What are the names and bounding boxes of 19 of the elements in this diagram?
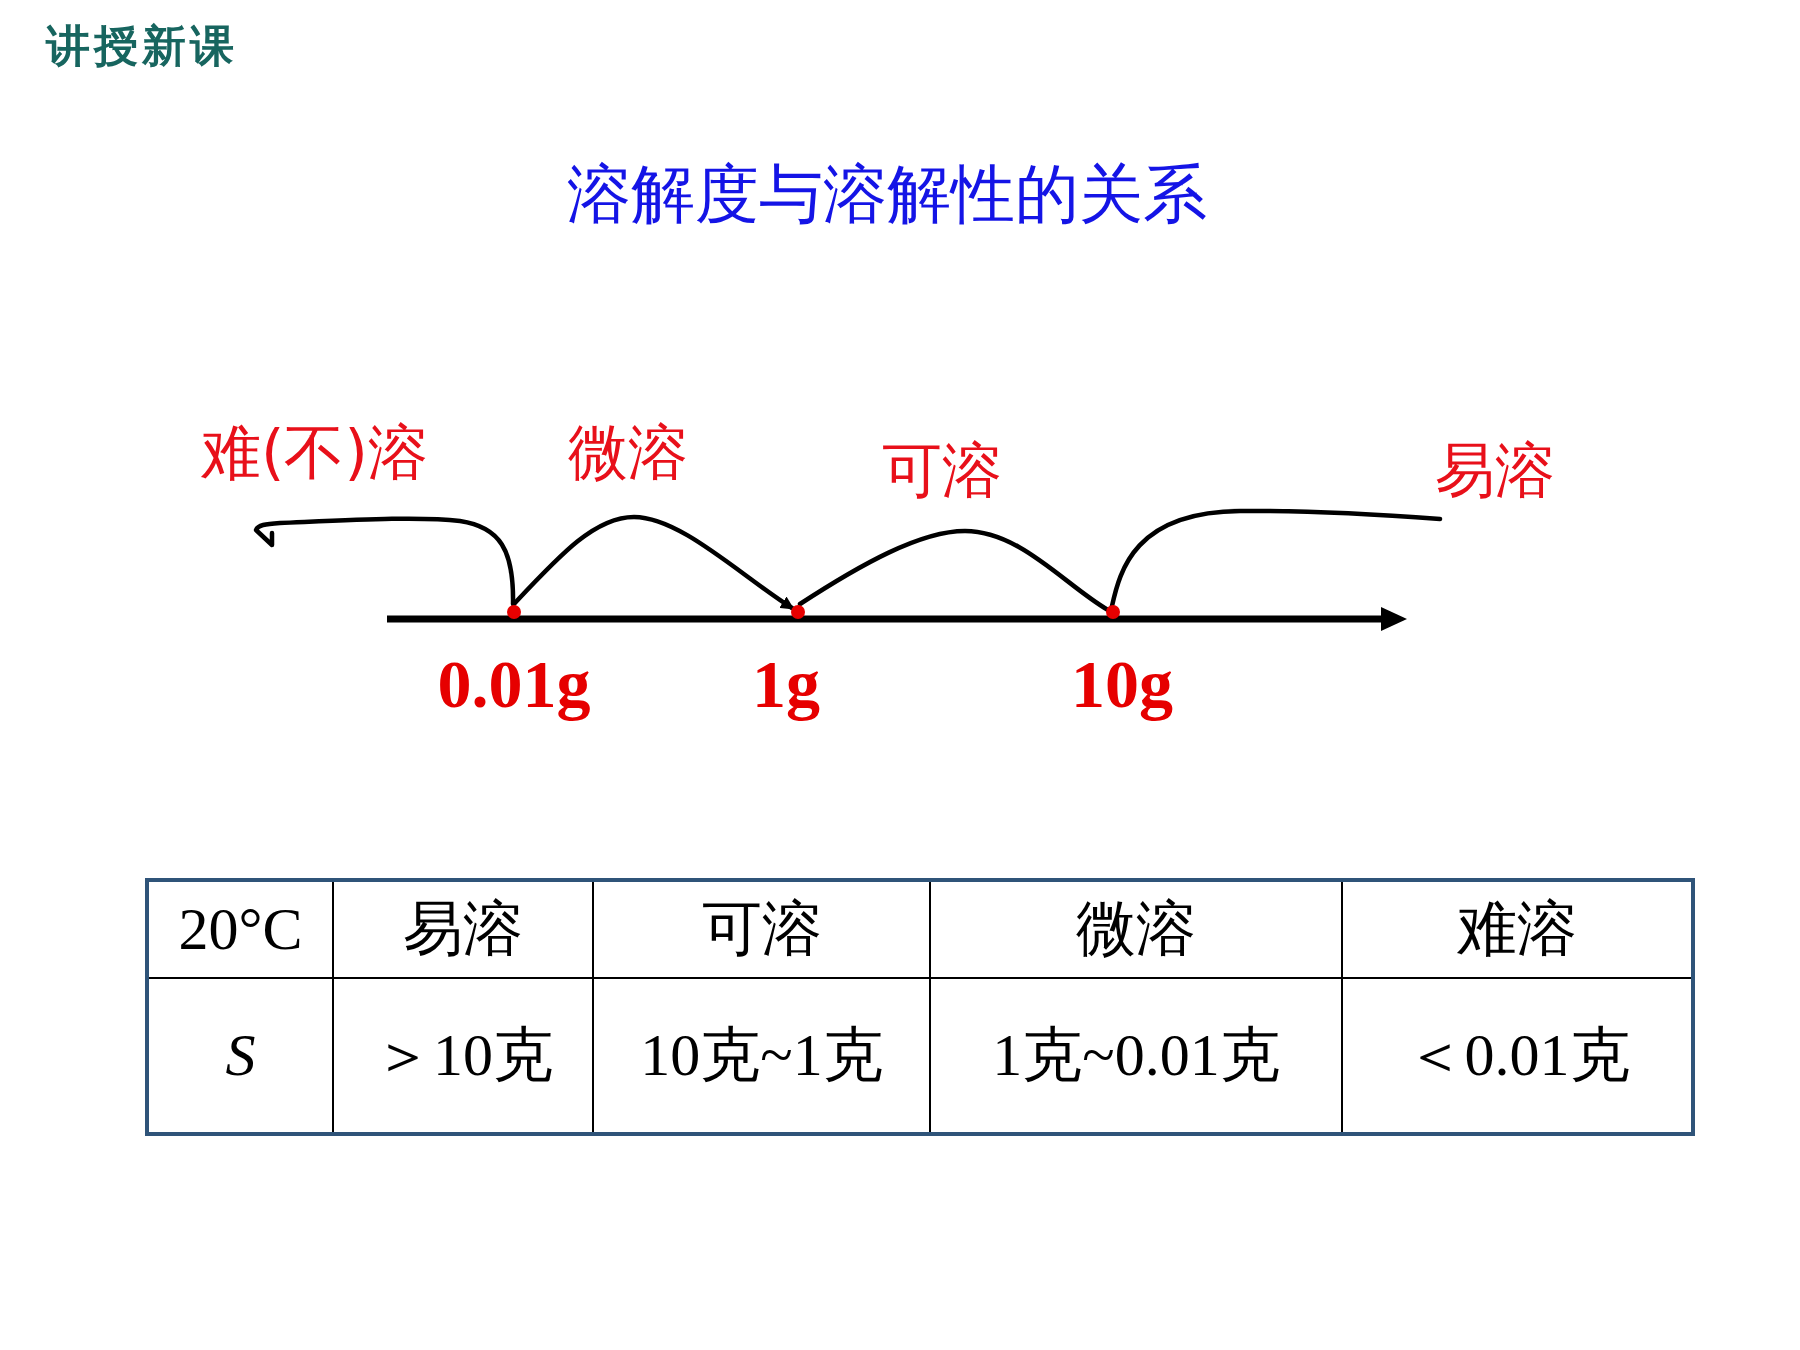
section-heading: 讲授新课 — [46, 20, 238, 73]
category-label: 微溶 — [568, 416, 688, 488]
tick-value-label: 1g — [752, 645, 820, 724]
header-cell: 微溶 — [931, 882, 1343, 979]
header-cell: 可溶 — [594, 882, 931, 979]
data-cell: ＞10克 — [334, 979, 594, 1132]
category-label: 易溶 — [1435, 434, 1555, 506]
header-cell: 易溶 — [334, 882, 594, 979]
diagram-title: 溶解度与溶解性的关系 — [567, 156, 1207, 233]
header-cell: 难溶 — [1343, 882, 1691, 979]
data-cell: S — [149, 979, 334, 1132]
category-label: 可溶 — [882, 434, 1002, 506]
data-cell: 10克~1克 — [594, 979, 931, 1132]
tick-value-label: 10g — [1071, 645, 1173, 724]
header-cell: 20°C — [149, 882, 334, 979]
data-cell: 1克~0.01克 — [931, 979, 1343, 1132]
data-cell-text: ＜0.01克 — [1403, 1021, 1631, 1090]
category-label: 难(不)溶 — [201, 416, 428, 488]
tick-value-label: 0.01g — [437, 645, 591, 724]
